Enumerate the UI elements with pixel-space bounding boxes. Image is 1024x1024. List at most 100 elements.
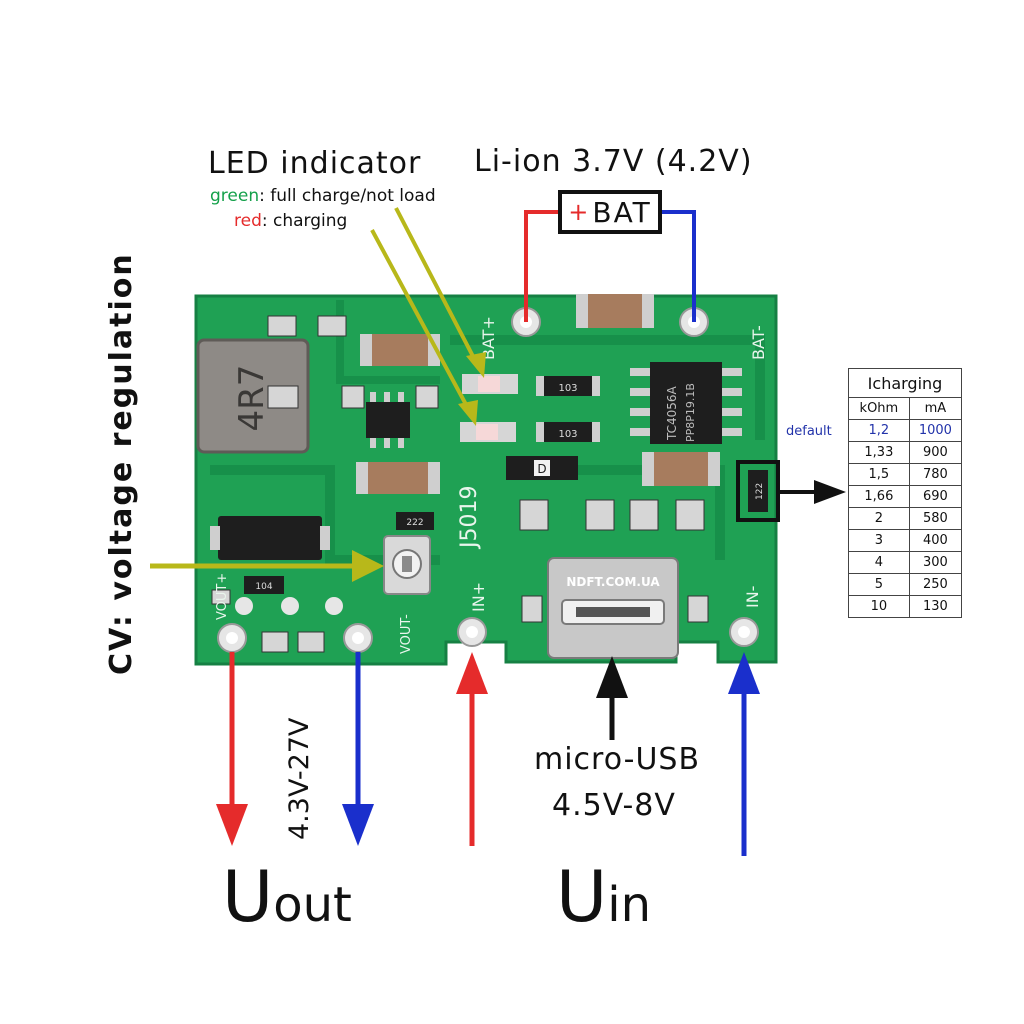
kohm-cell: 5 (848, 573, 910, 596)
rprog-resistor: 122 (736, 460, 780, 522)
resistor-3-mark: 222 (406, 518, 423, 528)
inductor: 4R7 (196, 338, 310, 454)
led-green-pointer (394, 207, 480, 367)
battery-box: + BAT (558, 190, 662, 234)
ma-cell: 250 (908, 573, 963, 596)
ma-cell: 400 (908, 529, 963, 552)
chip-mark-1: TC4056A (665, 385, 679, 441)
silk-vout-plus: VOUT+ (215, 573, 230, 620)
ma-cell: 300 (908, 551, 963, 574)
charger-ic: TC4056A PP8P19.1B (630, 362, 742, 444)
capacitor (576, 294, 654, 328)
input-voltage-range: 4.5V-8V (552, 788, 676, 823)
ma-cell: 900 (908, 441, 963, 464)
charging-table-title: Icharging (848, 368, 962, 398)
resistor-2-mark: 103 (558, 429, 577, 440)
micro-usb-label: micro-USB (534, 742, 701, 777)
kohm-cell: 1,5 (848, 463, 910, 486)
kohm-cell: 4 (848, 551, 910, 574)
capacitor (356, 462, 440, 494)
battery-label: BAT (592, 195, 652, 229)
led-indicator-title: LED indicator (208, 146, 422, 181)
silk-bat-minus: BAT- (749, 325, 768, 360)
input-label-u: U (556, 856, 608, 938)
cv-voltage-regulation-label: CV: voltage regulation (104, 252, 139, 675)
led-green-word: green (210, 186, 260, 206)
usb-arrow-head (596, 656, 628, 698)
led-green (462, 374, 518, 394)
rprog-pointer-head (814, 480, 846, 504)
output-label-u: U (222, 856, 274, 938)
capacitor (360, 334, 440, 366)
schottky-diode (218, 516, 322, 560)
led-green-legend: green: full charge/not load (210, 186, 436, 206)
led-red (460, 422, 516, 442)
cv-pointer-head (352, 550, 384, 582)
diode-d: D (506, 456, 578, 480)
silk-in-plus: IN+ (469, 582, 488, 612)
input-label: Uin (556, 862, 651, 932)
led-red-word: red (234, 211, 262, 231)
rprog-mark: 122 (755, 483, 765, 500)
capacitor (642, 452, 720, 486)
led-red-desc: : charging (261, 211, 348, 231)
diode-pad (210, 526, 220, 550)
input-label-sub: in (607, 877, 652, 933)
trimmer-potentiometer (383, 535, 431, 595)
ma-cell: 690 (908, 485, 963, 508)
col-kohm-header: kOhm (848, 397, 910, 420)
resistor-103: 103 (536, 422, 600, 442)
chip-mark-2: PP8P19.1B (684, 383, 697, 442)
vout-minus-arrow-head (342, 804, 374, 846)
resistor-104: 104 (244, 576, 284, 594)
kohm-cell: 10 (848, 595, 910, 618)
output-label-sub: out (273, 877, 352, 933)
diode-pad (320, 526, 330, 550)
kohm-cell: 3 (848, 529, 910, 552)
micro-usb-connector: NDFT.COM.UA (547, 557, 679, 659)
led-green-pointer-head (466, 352, 486, 378)
default-tag: default (786, 424, 832, 439)
resistor-222: 222 (396, 512, 434, 530)
ma-cell: 780 (908, 463, 963, 486)
led-green-desc: : full charge/not load (259, 186, 436, 206)
silk-module-name: J5019 (457, 486, 482, 550)
bat-positive-wire (524, 210, 560, 322)
kohm-cell: 2 (848, 507, 910, 530)
resistor-1-mark: 103 (558, 383, 577, 394)
silk-in-minus: IN- (743, 586, 762, 608)
kohm-cell: 1,66 (848, 485, 910, 508)
battery-voltage-label: Li-ion 3.7V (4.2V) (474, 144, 753, 179)
ma-cell: 580 (908, 507, 963, 530)
ma-cell: 130 (908, 595, 963, 618)
pad-holes (217, 307, 759, 653)
bat-negative-wire (660, 210, 696, 322)
ma-cell: 1000 (908, 419, 963, 442)
diode-mark: D (537, 462, 546, 476)
boost-ic (366, 392, 410, 448)
led-red-pointer (370, 229, 472, 413)
silk-vout-minus: VOUT- (399, 614, 414, 654)
inductor-mark: 4R7 (232, 365, 272, 432)
vout-plus-arrow-head (216, 804, 248, 846)
battery-plus-sign: + (568, 198, 591, 226)
output-voltage-range: 4.3V-27V (284, 717, 315, 840)
smd-pads (211, 315, 709, 653)
led-red-pointer-head (458, 400, 478, 426)
output-label: Uout (222, 862, 352, 932)
kohm-cell: 1,2 (848, 419, 910, 442)
led-red-legend: red: charging (234, 211, 347, 231)
col-ma-header: mA (908, 397, 963, 420)
silk-bat-plus: BAT+ (479, 316, 498, 360)
